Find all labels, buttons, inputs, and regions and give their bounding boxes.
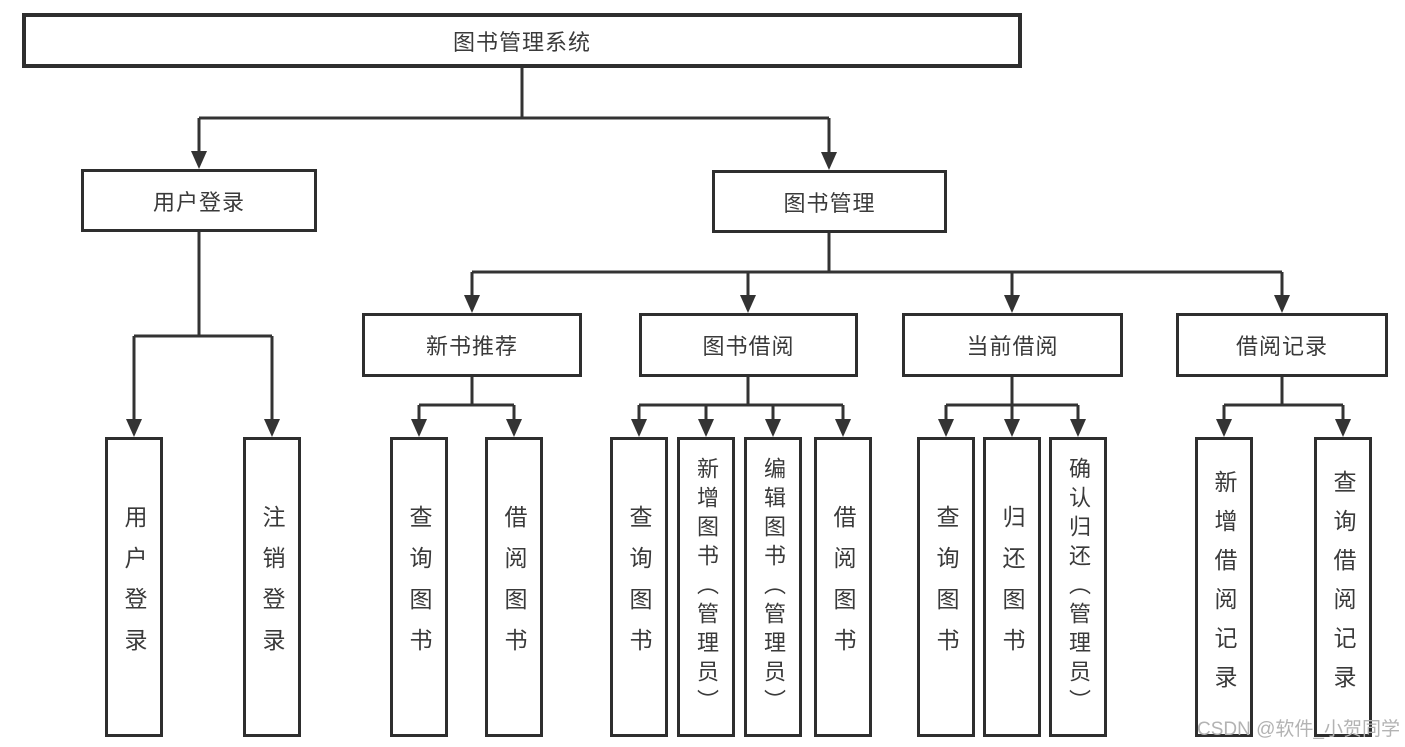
node-book-borrow: 图书借阅 (639, 313, 858, 377)
leaf-borrow-edit-admin: 编辑图书（管理员） (744, 437, 802, 737)
connector-current-borrow-branch (938, 377, 1086, 437)
connector-new-book-branch (411, 377, 522, 437)
leaf-add-record-label: 新增借阅记录 (1211, 470, 1237, 704)
leaf-borrow-query: 查询图书 (610, 437, 668, 737)
leaf-user-login: 用户登录 (105, 437, 163, 737)
node-new-book-label: 新书推荐 (425, 334, 518, 359)
node-book-mgmt-label: 图书管理 (783, 190, 876, 216)
node-borrow-record: 借阅记录 (1176, 313, 1388, 377)
connector-borrow-record-branch (1216, 377, 1351, 437)
leaf-return-book-label: 归还图书 (999, 505, 1025, 669)
leaf-borrow-edit-admin-label: 编辑图书（管理员） (761, 456, 786, 718)
node-user-login-label: 用户登录 (152, 189, 245, 215)
leaf-new-book-borrow: 借阅图书 (485, 437, 543, 737)
leaf-add-record: 新增借阅记录 (1195, 437, 1253, 737)
leaf-borrow-add-admin-label: 新增图书（管理员） (694, 456, 719, 718)
node-book-mgmt: 图书管理 (712, 170, 947, 233)
leaf-borrow-query-label: 查询图书 (626, 505, 652, 669)
node-current-borrow-label: 当前借阅 (966, 334, 1059, 359)
node-new-book: 新书推荐 (362, 313, 582, 377)
connector-user-login-branch (126, 232, 280, 437)
connector-book-borrow-branch (631, 377, 851, 437)
node-book-borrow-label: 图书借阅 (702, 334, 795, 359)
leaf-logout-label: 注销登录 (259, 505, 285, 669)
connector-book-mgmt-to-level3 (464, 233, 1290, 313)
leaf-borrow-book-label: 借阅图书 (830, 505, 856, 669)
watermark: CSDN @软件_小贺同学 (1197, 719, 1400, 740)
node-user-login: 用户登录 (81, 169, 317, 232)
leaf-user-login-label: 用户登录 (121, 505, 147, 669)
leaf-current-query-label: 查询图书 (933, 505, 959, 669)
leaf-query-record: 查询借阅记录 (1314, 437, 1372, 737)
leaf-new-book-query-label: 查询图书 (406, 505, 432, 669)
leaf-borrow-add-admin: 新增图书（管理员） (677, 437, 735, 737)
leaf-new-book-query: 查询图书 (390, 437, 448, 737)
connector-root-to-level2 (191, 68, 837, 170)
leaf-current-query: 查询图书 (917, 437, 975, 737)
node-root: 图书管理系统 (22, 13, 1022, 68)
node-root-label: 图书管理系统 (452, 29, 591, 55)
node-current-borrow: 当前借阅 (902, 313, 1123, 377)
leaf-new-book-borrow-label: 借阅图书 (501, 505, 527, 669)
leaf-confirm-return-admin-label: 确认归还（管理员） (1066, 456, 1091, 718)
leaf-logout: 注销登录 (243, 437, 301, 737)
leaf-confirm-return-admin: 确认归还（管理员） (1049, 437, 1107, 737)
node-borrow-record-label: 借阅记录 (1235, 334, 1328, 359)
leaf-return-book: 归还图书 (983, 437, 1041, 737)
leaf-query-record-label: 查询借阅记录 (1330, 470, 1356, 704)
leaf-borrow-book: 借阅图书 (814, 437, 872, 737)
